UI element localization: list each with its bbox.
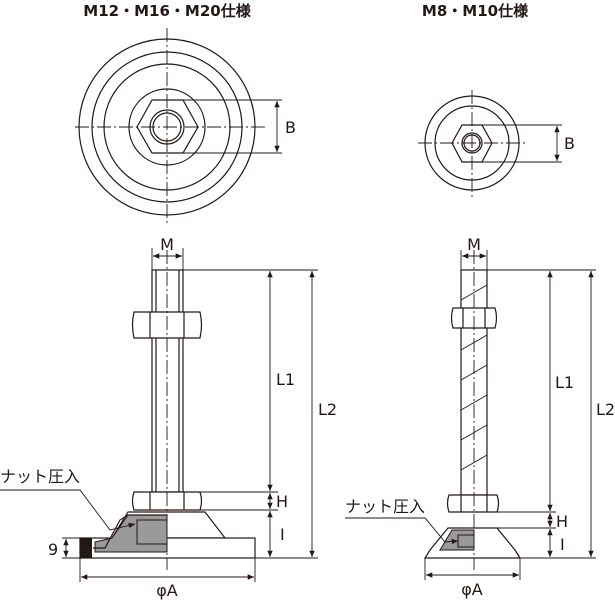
dim-label-l1-large: L1 <box>276 370 295 389</box>
dim-label-h-small: H <box>556 512 568 531</box>
small-top-view: B <box>418 90 575 198</box>
title-large-spec: M12・M16・M20仕様 <box>83 2 251 20</box>
large-side-view: M L1 L2 H I φA 9 ナット圧入 <box>0 235 337 600</box>
dim-label-l2-large: L2 <box>318 400 337 419</box>
dim-label-m-large: M <box>160 235 174 254</box>
dim-label-b-large: B <box>285 118 296 137</box>
dim-label-i-large: I <box>280 525 285 544</box>
dim-label-phia-large: φA <box>156 581 178 600</box>
dim-label-b-small: B <box>564 134 575 153</box>
dim-label-l1-small: L1 <box>555 373 574 392</box>
small-side-view: M L1 L2 H I φA ナット圧入 <box>345 235 615 599</box>
large-top-view: B <box>75 28 296 225</box>
dim-label-m-small: M <box>467 235 481 254</box>
dim-label-h-large: H <box>276 492 288 511</box>
dim-label-phia-small: φA <box>461 580 483 599</box>
dim-label-l2-small: L2 <box>596 400 615 419</box>
title-small-spec: M8・M10仕様 <box>422 2 529 20</box>
dim-label-i-small: I <box>560 535 565 554</box>
annotation-nut-press-fit-large: ナット圧入 <box>0 467 80 486</box>
dim-label-9: 9 <box>48 540 58 559</box>
annotation-nut-press-fit-small: ナット圧入 <box>345 497 425 516</box>
